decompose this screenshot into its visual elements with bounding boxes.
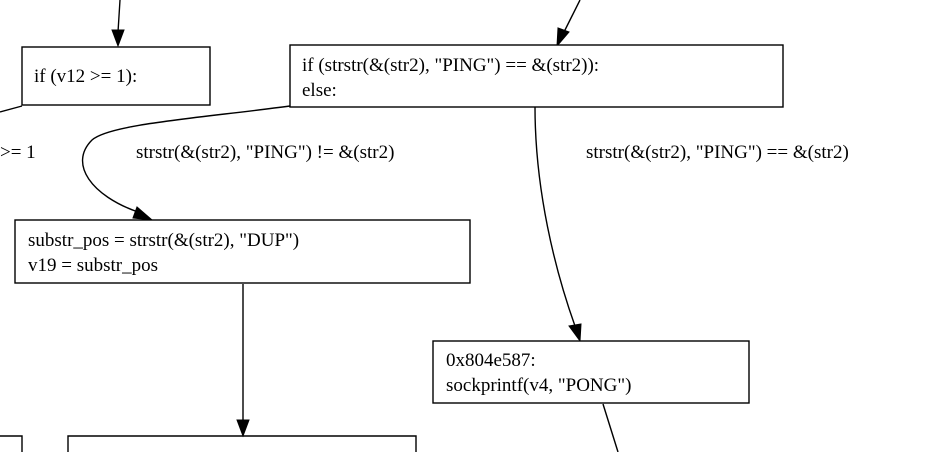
node-pong[interactable]: 0x804e587: sockprintf(v4, "PONG") <box>432 340 750 404</box>
node-substr-dup-line2: v19 = substr_pos <box>28 255 158 276</box>
edge-into-if-v12-arrowhead <box>111 29 125 48</box>
node-partial-bottom-left[interactable] <box>0 435 23 452</box>
edge-ping-eq-arrowhead <box>568 323 582 343</box>
edge-out-pong <box>602 403 619 452</box>
edge-into-if-v12 <box>117 0 121 33</box>
edge-into-if-ping-arrowhead <box>556 27 570 48</box>
node-substr-dup[interactable]: substr_pos = strstr(&(str2), "DUP") v19 … <box>14 219 471 284</box>
node-partial-bottom-center[interactable] <box>67 435 417 452</box>
node-pong-line1: 0x804e587: <box>446 350 536 371</box>
edge-ping-ne <box>81 105 291 213</box>
node-if-v12[interactable]: if (v12 >= 1): <box>21 46 211 106</box>
node-pong-line2: sockprintf(v4, "PONG") <box>446 375 631 396</box>
edge-label-ping-eq: strstr(&(str2), "PING") == &(str2) <box>586 142 849 163</box>
edge-out-if-v12 <box>0 105 23 113</box>
node-if-v12-line1: if (v12 >= 1): <box>34 66 137 87</box>
node-if-ping-line2: else: <box>302 80 337 101</box>
node-if-ping-line1: if (strstr(&(str2), "PING") == &(str2)): <box>302 55 599 76</box>
edge-into-if-ping <box>563 0 581 33</box>
edge-label-ping-ne: strstr(&(str2), "PING") != &(str2) <box>136 142 394 163</box>
edge-substr-down-arrowhead <box>236 419 250 438</box>
edge-ping-eq <box>534 106 576 327</box>
node-if-ping[interactable]: if (strstr(&(str2), "PING") == &(str2)):… <box>289 44 784 108</box>
node-substr-dup-line1: substr_pos = strstr(&(str2), "DUP") <box>28 230 299 251</box>
edge-label-v12-partial: >= 1 <box>0 142 36 163</box>
edge-ping-ne-arrowhead <box>132 206 154 221</box>
